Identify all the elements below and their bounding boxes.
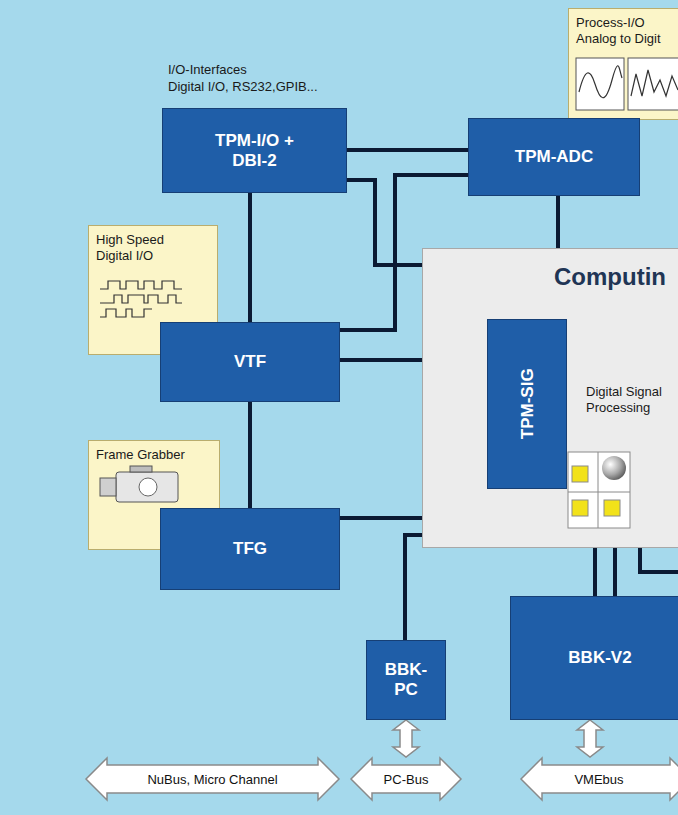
panel-caption: High Speed Digital I/O (96, 232, 191, 263)
annotation-text: I/O-Interfaces (168, 62, 247, 77)
box-label: VTF (234, 352, 266, 372)
process-box: TFG (160, 508, 340, 590)
bus-arrow-outline (521, 758, 678, 800)
box-label: TPM-ADC (515, 147, 593, 167)
bus-line (347, 148, 468, 152)
bus-line (593, 548, 597, 596)
label-holder: I/O-Interfaces (168, 62, 247, 78)
process-box: TPM-ADC (468, 118, 640, 196)
box-label: Computin (554, 263, 678, 291)
box-label: TPM-SIG (517, 369, 537, 440)
camera-icon (100, 466, 178, 502)
label-holder: Digital I/O, RS232,GPIB... (168, 79, 318, 95)
process-box: TPM-SIG (487, 319, 567, 489)
bus-arrow-outline (86, 758, 339, 800)
bus-arrow: NuBus, Micro Channel (85, 757, 340, 801)
box-label: NuBus, Micro Channel (147, 772, 277, 787)
chip-icon (568, 452, 630, 528)
process-box: BBK- PC (366, 640, 446, 720)
block-arrow (577, 720, 603, 757)
bus-line (340, 516, 422, 520)
process-box: TPM-I/O + DBI-2 (162, 108, 347, 193)
box-label: BBK- PC (381, 660, 431, 699)
annotation-text: Digital I/O, RS232,GPIB... (168, 79, 318, 94)
bus-line (248, 402, 252, 508)
computing-block: ComputinTPM-SIG (422, 248, 678, 548)
box-label: TPM-I/O + DBI-2 (215, 131, 295, 170)
process-box: VTF (160, 322, 340, 402)
bus-line (347, 180, 422, 265)
box-label: BBK-V2 (568, 648, 631, 668)
bus-line (613, 548, 617, 596)
analog-plots (576, 58, 678, 110)
bus-line (340, 358, 422, 362)
panel-caption: Process-I/O Analog to Digit (576, 15, 676, 46)
bus-arrow: PC-Bus (350, 757, 462, 801)
digital-waveforms (100, 281, 182, 317)
panel-caption: Frame Grabber (96, 447, 212, 463)
box-label: TFG (233, 539, 267, 559)
box-label: VMEbus (574, 772, 623, 787)
bus-line (405, 535, 422, 640)
bus-line (556, 196, 560, 248)
process-box: BBK-V2 (510, 596, 678, 720)
box-label: PC-Bus (384, 772, 429, 787)
info-panel: Process-I/O Analog to Digit (568, 8, 678, 120)
block-arrow (393, 720, 419, 757)
bus-arrow: VMEbus (520, 757, 678, 801)
bus-line (248, 193, 252, 322)
bus-arrow-outline (351, 758, 461, 800)
bus-line (640, 548, 678, 572)
